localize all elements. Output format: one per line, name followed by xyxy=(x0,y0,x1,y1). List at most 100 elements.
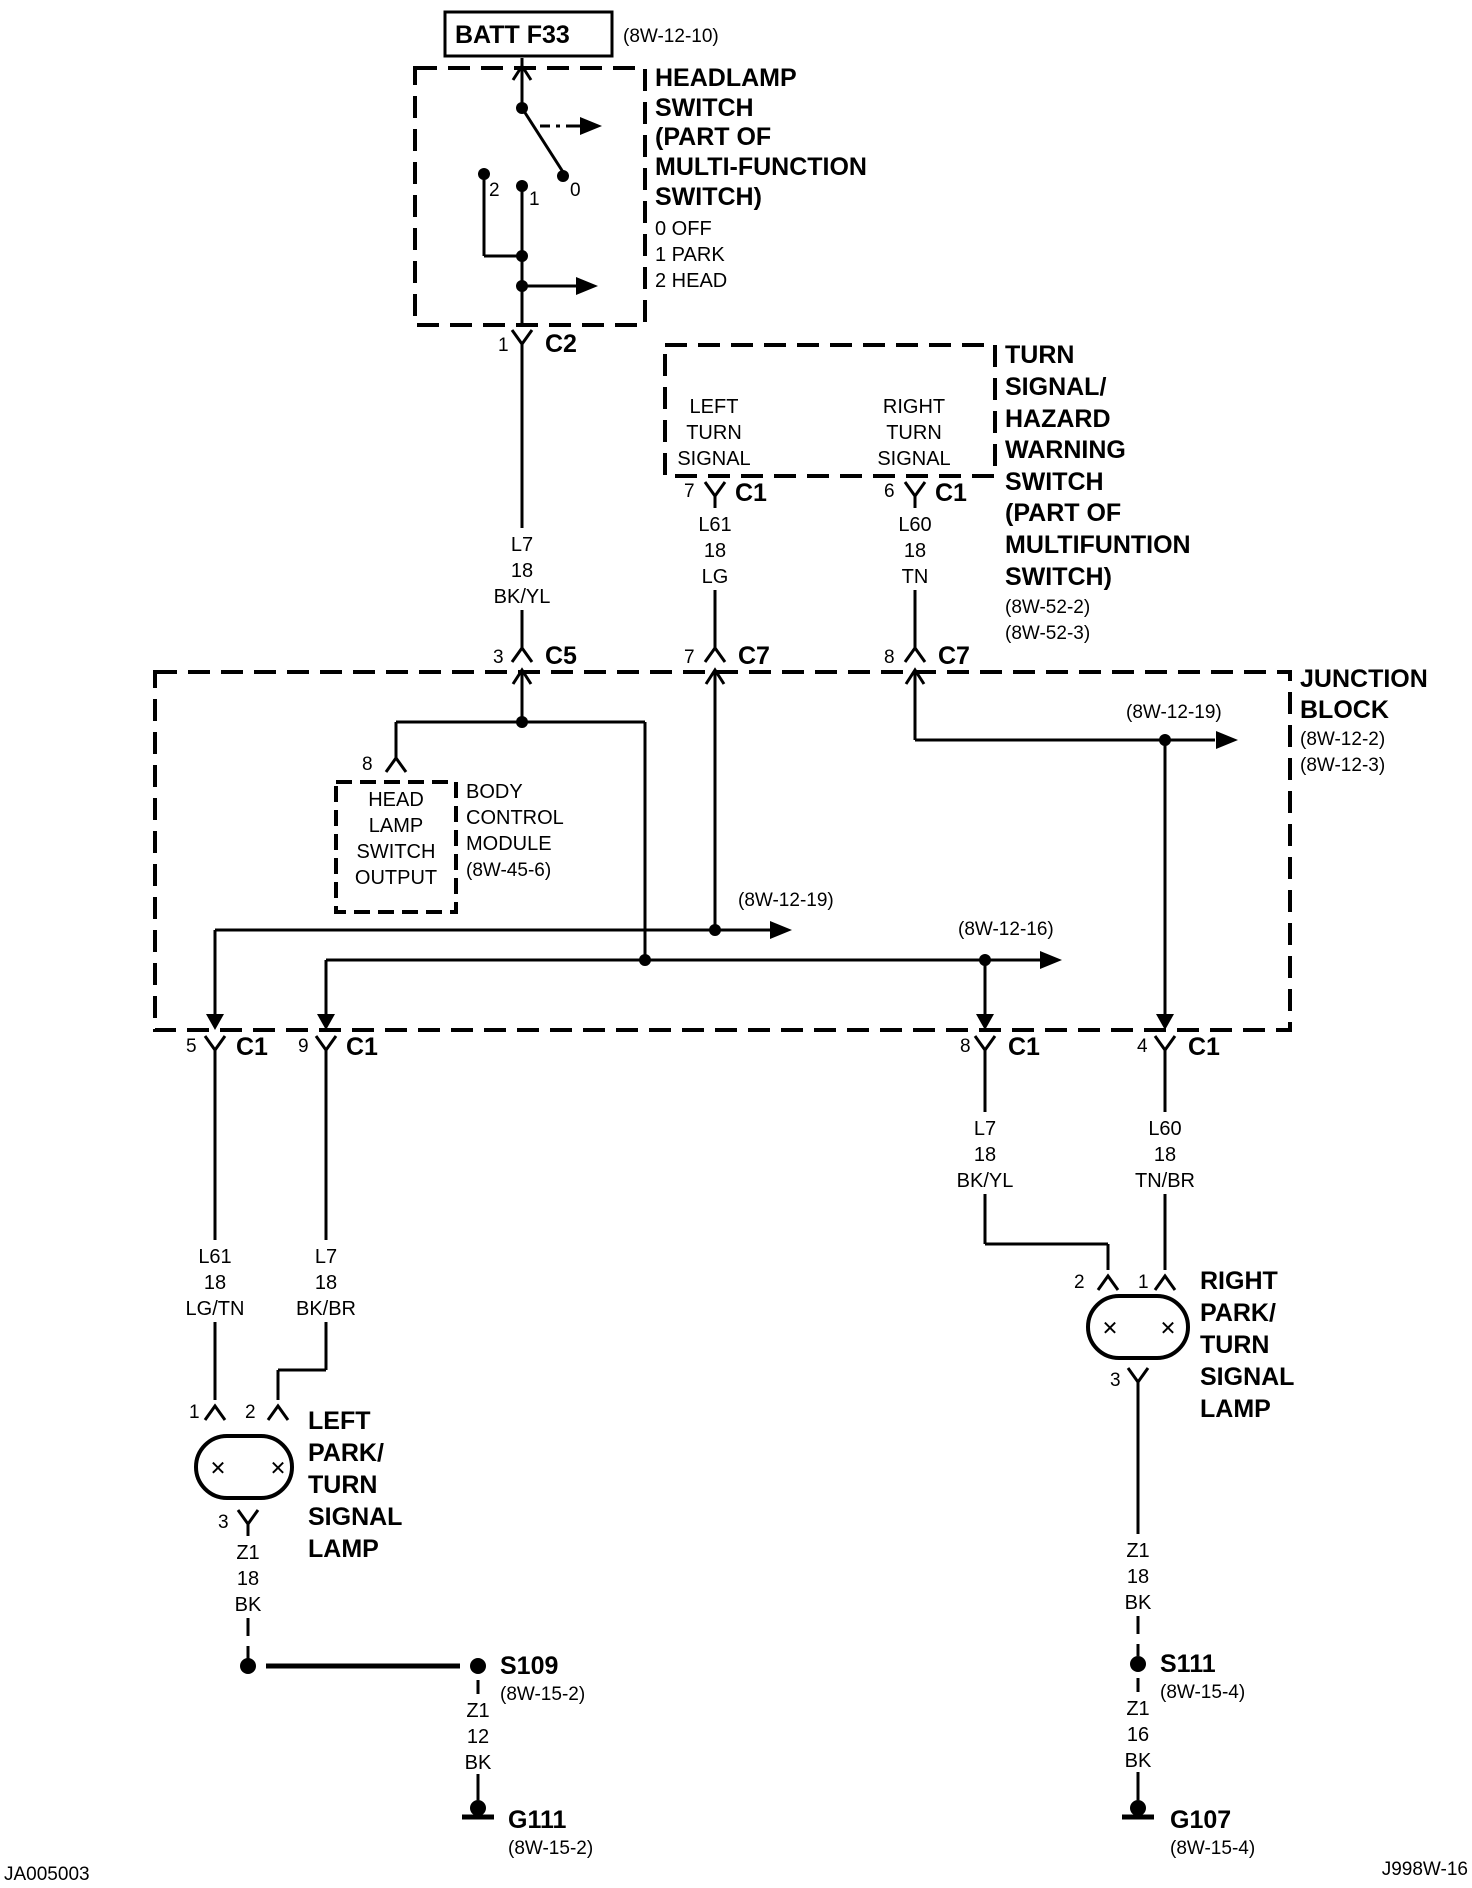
connector-jb-c1-pin4: 4 C1 xyxy=(1137,1033,1220,1061)
bcm-label-1: BODY xyxy=(466,781,523,803)
c2-pin: 1 xyxy=(498,335,509,356)
connector-jb-c1-pin8: 8 C1 xyxy=(960,1033,1040,1061)
wire-gauge: 18 xyxy=(315,1272,337,1294)
left-turn-label-1: LEFT xyxy=(690,396,739,418)
c1-pin4-label: C1 xyxy=(1188,1033,1220,1061)
left-lamp-title-5: LAMP xyxy=(308,1535,379,1563)
contact-label-1: 1 xyxy=(529,189,540,210)
contact-label-0: 0 xyxy=(570,180,581,201)
contact-label-2: 2 xyxy=(489,180,500,201)
right-park-turn-lamp: 2 1 ✕ ✕ 3 RIGHT PARK/ TURN SIGNAL LAMP xyxy=(1074,1267,1294,1423)
splice-s109: S109 (8W-15-2) xyxy=(240,1652,585,1705)
c7-left-pin: 7 xyxy=(684,647,695,668)
wire-color: BK xyxy=(465,1752,492,1774)
bcm-label-2: CONTROL xyxy=(466,807,564,829)
wire-z1-right-ground: Z1 16 BK xyxy=(1125,1678,1152,1800)
s111-ref: (8W-15-4) xyxy=(1160,1682,1245,1703)
right-lamp-bulb2-icon: ✕ xyxy=(1160,1318,1177,1340)
g111-name: G111 xyxy=(508,1806,566,1834)
junction-block-title-2: BLOCK xyxy=(1300,696,1389,724)
wire-gauge: 12 xyxy=(467,1726,489,1748)
wire-code: L7 xyxy=(315,1246,337,1268)
wire-gauge: 18 xyxy=(511,560,533,582)
turn-switch-title-3: HAZARD xyxy=(1005,405,1111,433)
left-lamp-pin3: 3 xyxy=(218,1512,229,1533)
left-lamp-pin1: 1 xyxy=(189,1402,200,1423)
left-lamp-title-4: SIGNAL xyxy=(308,1503,402,1531)
connector-jb-c1-pin9: 9 C1 xyxy=(298,1033,378,1061)
bcm-inner-2: LAMP xyxy=(369,815,423,837)
wire-l60-bottom: L60 18 TN/BR xyxy=(1135,1050,1195,1270)
c1-pin8-label: C1 xyxy=(1008,1033,1040,1061)
headlamp-position-park: 1 PARK xyxy=(655,244,725,266)
c5-label: C5 xyxy=(545,642,577,670)
bcm-inner-3: SWITCH xyxy=(357,841,436,863)
headlamp-position-off: 0 OFF xyxy=(655,218,712,240)
turn-switch-ref-1: (8W-52-2) xyxy=(1005,597,1090,618)
footer-right-code: J998W-16 xyxy=(1382,1859,1468,1880)
wire-color: BK xyxy=(1125,1592,1152,1614)
g111-ref: (8W-15-2) xyxy=(508,1838,593,1859)
right-lamp-title-4: SIGNAL xyxy=(1200,1363,1294,1391)
left-lamp-bulb2-icon: ✕ xyxy=(270,1458,287,1480)
ground-g111: G111 (8W-15-2) xyxy=(462,1800,593,1859)
wire-code: Z1 xyxy=(466,1700,489,1722)
wire-code: L7 xyxy=(974,1118,996,1140)
junction-block-ref-2: (8W-12-3) xyxy=(1300,755,1385,776)
junction-block-title-1: JUNCTION xyxy=(1300,665,1428,693)
turn-left-pin: 7 xyxy=(684,481,695,502)
wire-code: L61 xyxy=(698,514,731,536)
wire-z1-left-ground: Z1 12 BK xyxy=(465,1680,492,1800)
right-turn-label-2: TURN xyxy=(886,422,942,444)
wire-l61-bottom: L61 18 LG/TN xyxy=(186,1050,245,1400)
c2-label: C2 xyxy=(545,330,577,358)
left-turn-label-3: SIGNAL xyxy=(677,448,750,470)
junction-block-ref-1: (8W-12-2) xyxy=(1300,729,1385,750)
connector-c7-left: 7 C7 xyxy=(684,642,770,670)
wire-gauge: 16 xyxy=(1127,1724,1149,1746)
wire-gauge: 18 xyxy=(904,540,926,562)
jb-ref-12-19-left: (8W-12-19) xyxy=(738,890,834,911)
right-lamp-pin2: 2 xyxy=(1074,1272,1085,1293)
left-lamp-pin2: 2 xyxy=(245,1402,256,1423)
wire-l7-bottom-right: L7 18 BK/YL xyxy=(957,1050,1110,1270)
body-control-module: 8 HEAD LAMP SWITCH OUTPUT BODY CONTROL M… xyxy=(334,754,564,914)
headlamp-switch-title-1: HEADLAMP xyxy=(655,64,797,92)
wire-gauge: 18 xyxy=(974,1144,996,1166)
turn-signal-hazard-switch: LEFT TURN SIGNAL RIGHT TURN SIGNAL TURN … xyxy=(663,341,1191,644)
junction-block: JUNCTION BLOCK (8W-12-2) (8W-12-3) (8W-1… xyxy=(153,665,1428,1032)
turn-switch-title-4: WARNING xyxy=(1005,436,1126,464)
wire-code: Z1 xyxy=(1126,1698,1149,1720)
wire-color: LG/TN xyxy=(186,1298,245,1320)
left-lamp-bulb1-icon: ✕ xyxy=(210,1458,227,1480)
wire-code: L7 xyxy=(511,534,533,556)
turn-right-conn: C1 xyxy=(935,479,967,507)
footer-left-code: JA005003 xyxy=(4,1864,90,1885)
headlamp-switch-title-2: SWITCH xyxy=(655,94,754,122)
right-turn-label-1: RIGHT xyxy=(883,396,945,418)
wire-l7-top: L7 18 BK/YL xyxy=(494,344,551,648)
left-lamp-title-1: LEFT xyxy=(308,1407,371,1435)
left-lamp-title-2: PARK/ xyxy=(308,1439,384,1467)
s109-ref: (8W-15-2) xyxy=(500,1684,585,1705)
g107-name: G107 xyxy=(1170,1806,1231,1834)
turn-switch-title-1: TURN xyxy=(1005,341,1074,369)
turn-switch-title-7: MULTIFUNTION xyxy=(1005,531,1191,559)
ground-g107: G107 (8W-15-4) xyxy=(1122,1800,1255,1859)
wire-color: BK/YL xyxy=(494,586,551,608)
wire-l7-bottom-left: L7 18 BK/BR xyxy=(276,1050,356,1400)
c7-right-pin: 8 xyxy=(884,647,895,668)
wire-gauge: 18 xyxy=(704,540,726,562)
wire-color: BK xyxy=(235,1594,262,1616)
wire-color: TN/BR xyxy=(1135,1170,1195,1192)
wire-gauge: 18 xyxy=(1127,1566,1149,1588)
jb-ref-12-19-right: (8W-12-19) xyxy=(1126,702,1222,723)
headlamp-position-head: 2 HEAD xyxy=(655,270,727,292)
headlamp-switch-title-4: MULTI-FUNCTION xyxy=(655,153,867,181)
wire-code: L60 xyxy=(898,514,931,536)
c1-pin5: 5 xyxy=(186,1036,197,1057)
wire-z1-right: Z1 18 BK xyxy=(1125,1382,1152,1656)
fuse-ref: (8W-12-10) xyxy=(623,26,719,47)
turn-switch-ref-2: (8W-52-3) xyxy=(1005,623,1090,644)
wire-l60-top: L60 18 TN xyxy=(898,496,932,648)
